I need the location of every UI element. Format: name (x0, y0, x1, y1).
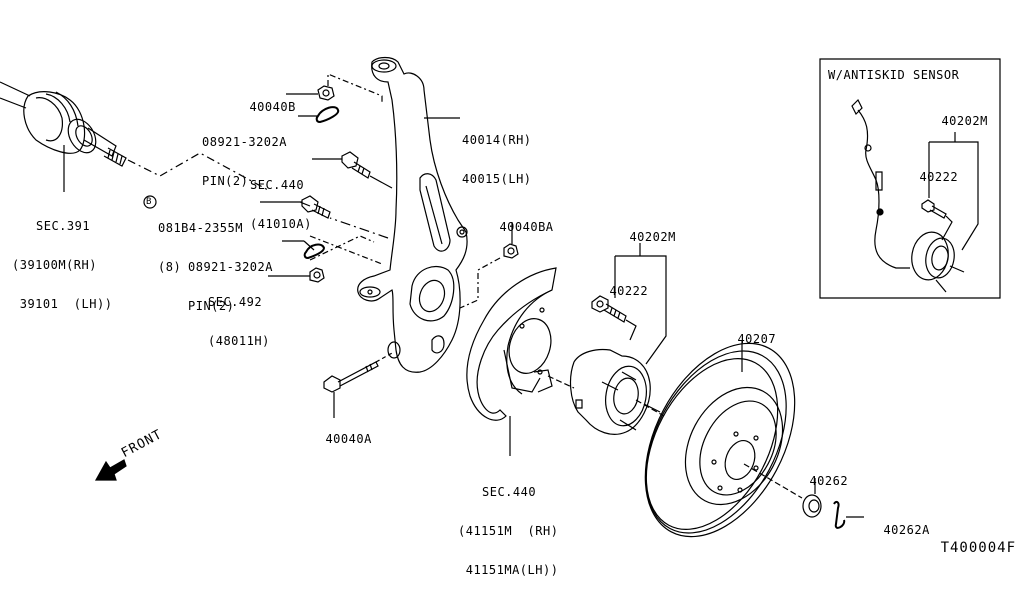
parts-diagram-canvas (0, 0, 1024, 560)
assembly-line (328, 74, 382, 102)
label-cotter-pin-upper[interactable]: 08921-3202A PIN(2) (202, 110, 287, 201)
inset-frame (820, 59, 1000, 298)
label-lock-nut[interactable]: 40040B (234, 88, 296, 114)
leader-bracket (615, 243, 666, 364)
label-bolt-40040a[interactable]: 40040A (310, 420, 372, 446)
assembly-line (636, 400, 664, 416)
dust-shield-part[interactable] (467, 268, 558, 420)
label-hub-bolt[interactable]: 40222 (594, 272, 648, 298)
label-cotter-pin-lower[interactable]: 08921-3202A PIN(2) (188, 235, 273, 326)
assembly-line (310, 236, 374, 260)
label-hub-assembly[interactable]: 40202M (614, 218, 676, 244)
part-qty: (8) (158, 260, 182, 274)
section-ref: SEC.440 (482, 485, 537, 499)
label-brake-rotor[interactable]: 40207 (722, 320, 776, 346)
assembly-line (128, 153, 268, 190)
drive-shaft-part[interactable] (0, 82, 126, 166)
leader-line (304, 241, 314, 250)
cotter-pin-lower-part[interactable] (305, 245, 324, 258)
section-ref: SEC.492 (208, 295, 263, 309)
part-qty: PIN(2) (202, 174, 249, 188)
cotter-pin-upper-part[interactable] (317, 107, 339, 122)
part-number: 40202M (629, 230, 676, 244)
part-qty: PIN(2) (188, 299, 235, 313)
steering-knuckle-part[interactable] (358, 58, 467, 373)
inset-label-hub-assembly[interactable]: 40202M (926, 102, 988, 128)
label-knuckle[interactable]: 40014(RH) 40015(LH) (462, 108, 532, 199)
part-number-lh: 41151MA(LH)) (458, 563, 559, 577)
hub-assembly-part[interactable] (571, 350, 660, 435)
front-arrow-icon (96, 460, 126, 480)
section-ref: SEC.391 (36, 219, 91, 233)
label-drive-shaft[interactable]: SEC.391 (39100M(RH) 39101 (LH)) (12, 194, 112, 324)
brake-rotor-part[interactable] (615, 318, 826, 560)
assembly-line (744, 464, 802, 498)
inset-sensor-harness[interactable] (852, 100, 910, 268)
part-number: 08921-3202A (188, 260, 273, 274)
label-axle-nut[interactable]: 40262 (794, 462, 848, 488)
nut-sec492-part[interactable] (310, 268, 324, 282)
drawing-code: T400004F (940, 540, 1016, 556)
part-number-rh: (41151M (RH) (458, 524, 559, 538)
assembly-line (548, 376, 574, 388)
part-number-rh: (39100M(RH) (12, 258, 97, 272)
hub-bolt-part[interactable] (592, 296, 626, 322)
label-bolt-sec440[interactable]: SEC.440 (41010A) (250, 153, 312, 244)
lock-nut-part[interactable] (318, 86, 334, 100)
assembly-line (460, 258, 500, 308)
part-number: 40040BA (499, 220, 554, 234)
part-number: 40262 (809, 474, 849, 488)
inset-title: W/ANTISKID SENSOR (828, 68, 960, 82)
label-nut-sec492[interactable]: SEC.492 (48011H) (208, 270, 270, 361)
inset-leader-bracket (929, 132, 978, 250)
bolt-40040a-part[interactable] (324, 352, 394, 392)
part-number-rh: 40014(RH) (462, 133, 532, 147)
circled-b-symbol-icon (144, 196, 156, 208)
part-number: 081B4-2355M (158, 221, 243, 235)
label-dust-shield[interactable]: SEC.440 (41151M (RH) 41151MA(LH)) (458, 460, 558, 590)
part-number-lh: 39101 (LH)) (12, 297, 113, 311)
label-nut-40040ba[interactable]: 40040BA (484, 208, 554, 234)
label-axle-nut-pin[interactable]: 40262A (868, 511, 930, 537)
bolt-081b4-part[interactable] (302, 196, 330, 218)
part-number: 40222 (609, 284, 649, 298)
assembly-line (310, 236, 382, 264)
section-ref: SEC.440 (250, 178, 305, 192)
part-number: 40207 (737, 332, 777, 346)
part-number: 40202M (941, 114, 988, 128)
label-bolt-081b4[interactable]: 081B4-2355M (8) (158, 196, 243, 287)
inset-label-hub-bolt[interactable]: 40222 (904, 158, 958, 184)
bolt-sec440-part[interactable] (342, 152, 370, 178)
part-number: 40040B (249, 100, 296, 114)
part-number: 40040A (325, 432, 372, 446)
axle-nut-part[interactable] (803, 495, 821, 517)
circled-b-letter: B (146, 197, 152, 207)
part-number: 40262A (883, 523, 930, 537)
nut-40040ba-part[interactable] (504, 244, 518, 258)
inset-hub-part[interactable] (908, 229, 964, 292)
assembly-line (370, 176, 392, 188)
axle-nut-pin-part[interactable] (834, 502, 844, 528)
inset-hub-bolt-part[interactable] (922, 200, 946, 218)
part-number-lh: 40015(LH) (462, 172, 532, 186)
part-number: (41010A) (250, 217, 312, 231)
part-number: 08921-3202A (202, 135, 287, 149)
part-number: 40222 (919, 170, 959, 184)
part-number: (48011H) (208, 334, 270, 348)
assembly-line (300, 202, 388, 238)
